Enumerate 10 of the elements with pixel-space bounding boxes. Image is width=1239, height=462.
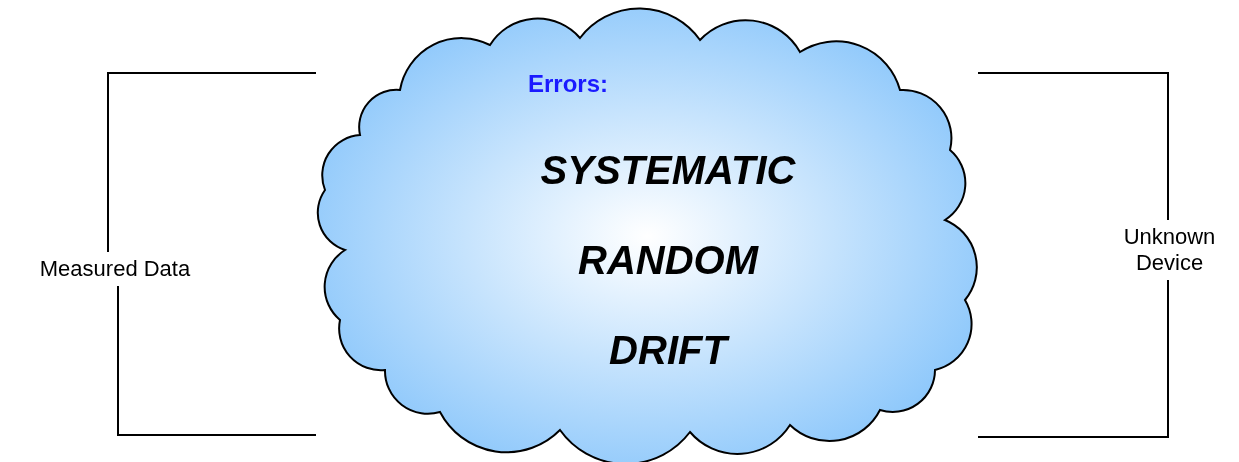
text-label: Unknown Device <box>1122 224 1217 276</box>
connector-line <box>117 285 317 436</box>
connector-line <box>977 72 1169 221</box>
text-label: Measured Data <box>38 256 192 282</box>
connector-line <box>977 279 1169 438</box>
list-item: DRIFT <box>448 328 888 373</box>
connector-line <box>107 72 317 253</box>
heading: Errors: <box>527 70 609 98</box>
list-item: RANDOM <box>577 238 760 283</box>
list-item: SYSTEMATIC <box>539 148 797 193</box>
